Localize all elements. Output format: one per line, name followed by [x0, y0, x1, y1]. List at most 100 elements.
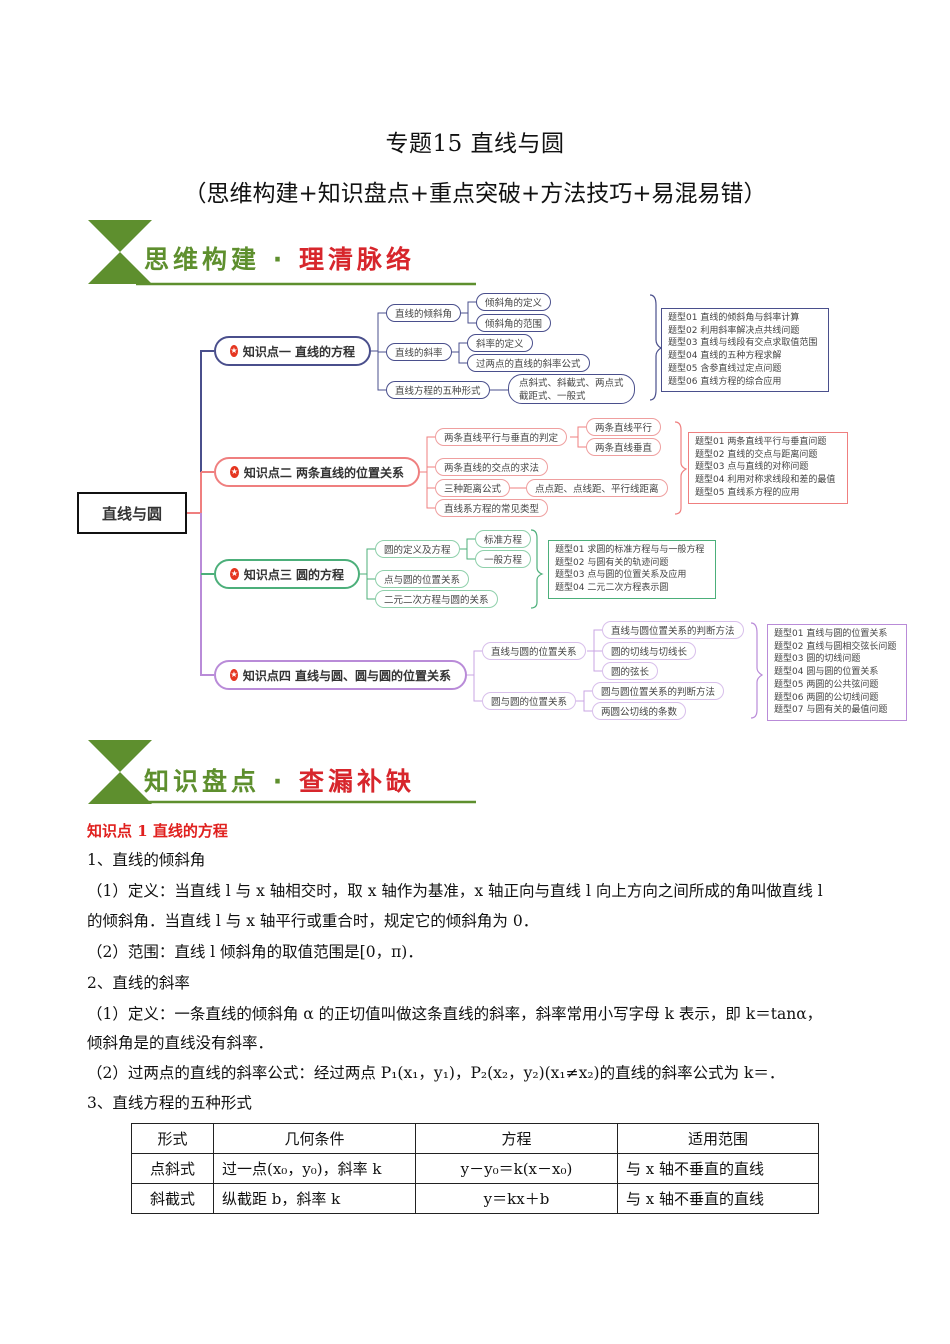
heading-five-forms: 3、直线方程的五种形式: [87, 1094, 252, 1112]
mm-node: 斜率的定义: [467, 334, 533, 352]
type-item: 题型01 两条直线平行与垂直问题: [695, 437, 827, 447]
page-title: 专题15 直线与圆: [385, 131, 565, 157]
question-types-box-2: 题型01 两条直线平行与垂直问题 题型02 直线的交点与距离问题 题型03 点与…: [688, 432, 848, 504]
table-row: 斜截式 纵截距 b，斜率 k y＝kx＋b 与 x 轴不垂直的直线: [131, 1183, 819, 1214]
mm-node: 直线系方程的常见类型: [435, 499, 549, 517]
mm-node: 点点距、点线距、平行线距离: [526, 479, 668, 497]
col-header: 适用范围: [617, 1123, 819, 1154]
branch-label: 知识点三 圆的方程: [243, 567, 344, 582]
banner-text-right: 理清脉络: [298, 245, 415, 274]
banner-dot: ·: [272, 767, 287, 796]
banner-text-right: 查漏补缺: [298, 767, 415, 796]
mm-node: 两圆公切线的条数: [592, 702, 687, 720]
type-item: 题型03 圆的切线问题: [774, 654, 861, 665]
branch-node-3: ★知识点三 圆的方程: [214, 559, 360, 589]
heading-slope: 2、直线的斜率: [87, 974, 190, 992]
type-item: 题型05 直线系方程的应用: [695, 487, 800, 498]
mm-node: 圆的弦长: [602, 662, 659, 680]
mind-map-root: 直线与圆: [77, 492, 187, 534]
mind-map-connectors: [187, 294, 764, 719]
mm-node: 三种距离公式: [435, 479, 511, 497]
line-forms-table: 形式 几何条件 方程 适用范围 点斜式 过一点(x₀，y₀)，斜率 k y－y₀…: [131, 1123, 819, 1214]
branch-node-2: ★知识点二 两条直线的位置关系: [214, 457, 420, 487]
table-cell: 过一点(x₀，y₀)，斜率 k: [213, 1153, 416, 1184]
table-cell: y－y₀＝k(x－x₀): [415, 1153, 618, 1184]
type-item: 题型04 利用对称求线段和差的最值: [695, 475, 836, 486]
branch-node-4: ★ 知识点四 直线与圆、圆与圆的位置关系: [214, 660, 467, 690]
type-item: 题型06 直线方程的综合应用: [668, 376, 782, 387]
table-row: 点斜式 过一点(x₀，y₀)，斜率 k y－y₀＝k(x－x₀) 与 x 轴不垂…: [131, 1153, 819, 1184]
type-item: 题型02 直线与圆相交弦长问题: [774, 641, 897, 652]
mm-node: 点斜式、斜截式、两点式 截距式、一般式: [508, 374, 635, 404]
type-item: 题型03 点与直线的对称问题: [695, 462, 809, 473]
mm-node: 直线与圆位置关系的判断方法: [602, 621, 744, 639]
table-cell: 点斜式: [131, 1153, 214, 1184]
section-banner-mindmap: 思维构建 · 理清脉络: [88, 220, 478, 288]
table-cell: 与 x 轴不垂直的直线: [617, 1183, 819, 1214]
type-item: 题型03 点与圆的位置关系及应用: [555, 570, 687, 581]
branch-node-1: ★ 知识点一 直线的方程: [214, 336, 371, 366]
branch-label: 知识点一 直线的方程: [242, 344, 355, 359]
mm-node: 圆与圆位置关系的判断方法: [592, 682, 725, 700]
type-item: 题型05 含参直线过定点问题: [668, 363, 782, 374]
table-cell: 纵截距 b，斜率 k: [213, 1183, 416, 1214]
type-item: 题型06 两圆的公切线问题: [774, 692, 879, 703]
mm-node: 圆与圆的位置关系: [482, 692, 577, 710]
mm-node: 圆的切线与切线长: [602, 642, 697, 660]
question-types-box-1: 题型01 直线的倾斜角与斜率计算 题型02 利用斜率解决点共线问题 题型03 直…: [661, 308, 829, 393]
type-item: 题型01 求圆的标准方程与与一般方程: [555, 545, 705, 555]
mm-node: 两条直线平行与垂直的判定: [435, 428, 568, 446]
page-subtitle: （思维构建+知识盘点+重点突破+方法技巧+易混易错）: [183, 181, 767, 207]
hourglass-icon: [88, 220, 476, 286]
type-item: 题型04 二元二次方程表示圆: [555, 583, 669, 594]
table-cell: y＝kx＋b: [415, 1183, 618, 1214]
branch-label: 知识点二 两条直线的位置关系: [243, 465, 404, 480]
mm-node-line: 截距式、一般式: [519, 391, 586, 402]
paragraph-slope-formula: （2）过两点的直线的斜率公式：经过两点 P₁(x₁，y₁)，P₂(x₂，y₂)(…: [87, 1064, 785, 1082]
type-item: 题型02 利用斜率解决点共线问题: [668, 325, 800, 336]
question-types-box-4: 题型01 直线与圆的位置关系 题型02 直线与圆相交弦长问题 题型03 圆的切线…: [767, 624, 907, 721]
mm-node: 两条直线垂直: [586, 438, 662, 456]
mm-node: 两条直线的交点的求法: [435, 458, 549, 476]
section-title: 知识点 1 直线的方程: [87, 822, 228, 840]
table-header-row: 形式 几何条件 方程 适用范围: [131, 1123, 819, 1154]
mm-node: 点与圆的位置关系: [375, 570, 470, 588]
mm-node: 直线的倾斜角: [386, 304, 462, 322]
paragraph-slope-def-a: （1）定义：一条直线的倾斜角 α 的正切值叫做这条直线的斜率，斜率常用小写字母 …: [87, 1005, 823, 1023]
mm-node-line: 点斜式、斜截式、两点式: [519, 378, 624, 389]
type-item: 题型01 直线的倾斜角与斜率计算: [668, 313, 800, 323]
mm-node: 标准方程: [475, 530, 532, 548]
type-item: 题型04 圆与圆的位置关系: [774, 667, 879, 678]
mm-node: 倾斜角的定义: [476, 293, 552, 311]
banner-text-left: 思维构建: [144, 245, 261, 274]
type-item: 题型07 与圆有关的最值问题: [774, 705, 888, 716]
type-item: 题型02 直线的交点与距离问题: [695, 449, 818, 460]
type-item: 题型05 两圆的公共弦问题: [774, 679, 879, 690]
table-cell: 斜截式: [131, 1183, 214, 1214]
table-cell: 与 x 轴不垂直的直线: [617, 1153, 819, 1184]
paragraph-definition-1a: （1）定义：当直线 l 与 x 轴相交时，取 x 轴作为基准，x 轴正向与直线 …: [87, 882, 823, 900]
banner-dot: ·: [272, 245, 287, 274]
paragraph-slope-def-b: 倾斜角是的直线没有斜率．: [87, 1034, 274, 1052]
question-types-box-3: 题型01 求圆的标准方程与与一般方程 题型02 与圆有关的轨迹问题 题型03 点…: [548, 540, 716, 599]
star-icon: ★: [230, 345, 238, 357]
mm-node: 倾斜角的范围: [476, 314, 552, 332]
mm-node: 直线方程的五种形式: [386, 381, 490, 399]
hourglass-icon: [88, 740, 476, 804]
mm-node: 两条直线平行: [586, 418, 662, 436]
type-item: 题型03 直线与线段有交点求取值范围: [668, 338, 818, 349]
mm-node: 直线与圆的位置关系: [482, 642, 586, 660]
col-header: 几何条件: [213, 1123, 416, 1154]
paragraph-definition-1b: 的倾斜角．当直线 l 与 x 轴平行或重合时，规定它的倾斜角为 0．: [87, 912, 539, 930]
mm-node: 过两点的直线的斜率公式: [467, 354, 590, 372]
banner-text-left: 知识盘点: [144, 767, 261, 796]
section-banner-knowledge: 知识盘点 · 查漏补缺: [88, 740, 478, 808]
mm-node: 圆的定义及方程: [375, 540, 460, 558]
mm-node: 二元二次方程与圆的关系: [375, 590, 498, 608]
mm-node: 一般方程: [475, 550, 532, 568]
paragraph-range: （2）范围：直线 l 倾斜角的取值范围是[0，π)．: [87, 943, 423, 961]
col-header: 方程: [415, 1123, 618, 1154]
mm-node: 直线的斜率: [386, 343, 452, 361]
star-icon: ★: [230, 669, 238, 681]
branch-label: 知识点四 直线与圆、圆与圆的位置关系: [242, 668, 451, 683]
